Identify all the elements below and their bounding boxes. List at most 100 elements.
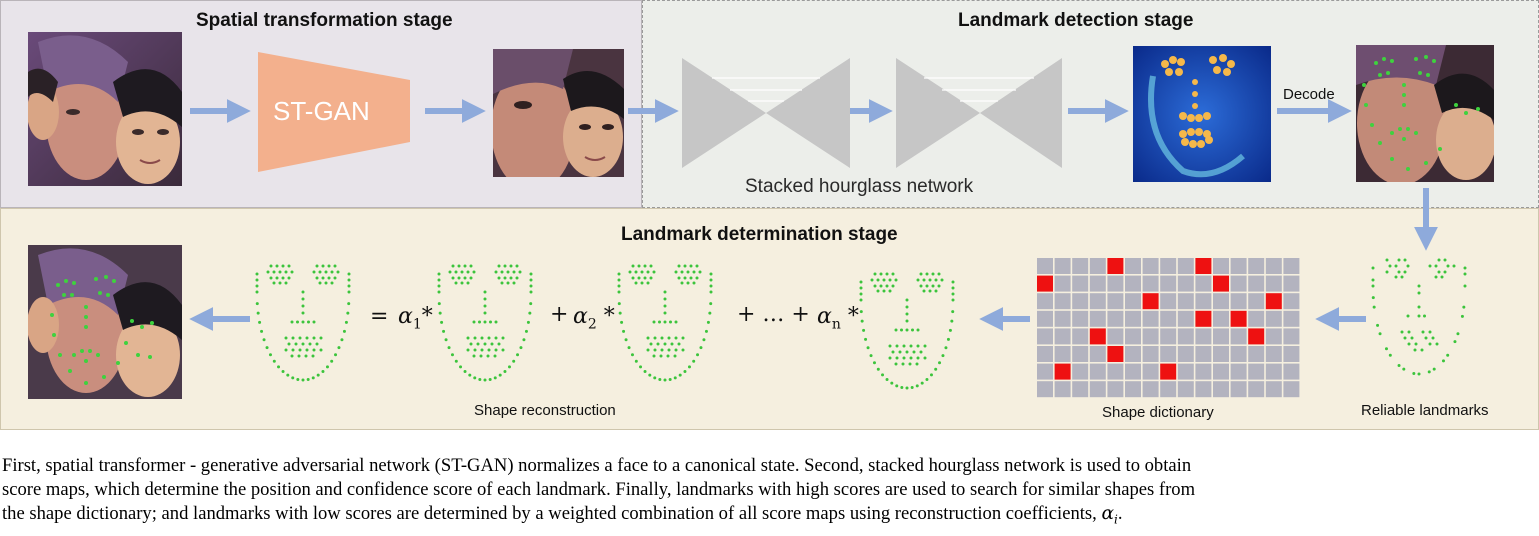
dictionary-cell	[1142, 363, 1159, 380]
dictionary-cell-selected	[1142, 293, 1159, 310]
dictionary-cell	[1054, 293, 1071, 310]
reconstructed-shape	[255, 264, 351, 382]
dictionary-cell	[1125, 328, 1141, 345]
equation-alpha1: α1*	[398, 304, 433, 333]
dictionary-cell	[1213, 363, 1229, 380]
dictionary-cell	[1283, 346, 1300, 362]
dictionary-cell	[1142, 275, 1159, 292]
dictionary-cell	[1160, 328, 1177, 345]
dictionary-cell	[1037, 328, 1053, 345]
dictionary-cell	[1177, 258, 1194, 274]
equation-ellipsis: + … +	[737, 302, 810, 327]
hourglass-label: Stacked hourglass network	[745, 176, 974, 197]
dictionary-cell	[1054, 381, 1071, 398]
dictionary-cell	[1213, 346, 1229, 362]
dictionary-cell	[1283, 310, 1300, 327]
decode-label: Decode	[1283, 86, 1335, 103]
reliable-landmarks-shape	[1371, 258, 1467, 376]
dictionary-cell-selected	[1213, 275, 1229, 292]
dictionary-shape-1	[437, 264, 533, 382]
dictionary-cell	[1037, 346, 1053, 362]
dictionary-cell	[1248, 363, 1265, 380]
dictionary-cell	[1089, 310, 1106, 327]
dictionary-cell	[1089, 363, 1106, 380]
dictionary-cell-selected	[1037, 275, 1053, 292]
caption-line-3: the shape dictionary; and landmarks with…	[2, 503, 1123, 527]
dictionary-cell	[1037, 293, 1053, 310]
dictionary-cell	[1037, 310, 1053, 327]
dictionary-cell	[1283, 275, 1300, 292]
dictionary-cell	[1089, 293, 1106, 310]
dictionary-cell	[1248, 258, 1265, 274]
dictionary-cell	[1248, 381, 1265, 398]
caption-line-2: score maps, which determine the position…	[2, 479, 1196, 500]
dictionary-cell	[1248, 275, 1265, 292]
dictionary-cell	[1195, 363, 1212, 380]
hourglass-network	[682, 58, 1062, 168]
reliable-landmarks-label: Reliable landmarks	[1361, 402, 1489, 419]
input-face-photo	[28, 32, 182, 186]
dictionary-cell	[1248, 346, 1265, 362]
equation-eq: =	[370, 304, 389, 329]
dictionary-cell	[1125, 293, 1141, 310]
dictionary-cell	[1230, 293, 1247, 310]
dictionary-cell-selected	[1089, 328, 1106, 345]
dictionary-cell	[1213, 293, 1229, 310]
dictionary-cell	[1125, 346, 1141, 362]
dictionary-cell	[1230, 328, 1247, 345]
dictionary-cell	[1142, 381, 1159, 398]
dictionary-cell	[1072, 328, 1089, 345]
dictionary-cell	[1160, 293, 1177, 310]
dictionary-cell	[1125, 258, 1141, 274]
dictionary-cell	[1283, 328, 1300, 345]
shape-reconstruction-label: Shape reconstruction	[474, 402, 616, 419]
dictionary-cell-selected	[1248, 328, 1265, 345]
dictionary-cell	[1037, 258, 1053, 274]
dictionary-cell	[1054, 275, 1071, 292]
dictionary-cell	[1107, 381, 1124, 398]
dictionary-cell-selected	[1230, 310, 1247, 327]
detection-stage-title: Landmark detection stage	[958, 10, 1194, 31]
dictionary-cell	[1230, 258, 1247, 274]
dictionary-cell-selected	[1107, 258, 1124, 274]
dictionary-cell	[1265, 310, 1282, 327]
dictionary-cell	[1125, 310, 1141, 327]
dictionary-cell	[1177, 275, 1194, 292]
dictionary-cell-selected	[1054, 363, 1071, 380]
caption-line-1: First, spatial transformer - generative …	[2, 455, 1192, 476]
dictionary-cell	[1177, 310, 1194, 327]
equation-plus2: +	[550, 302, 569, 327]
dictionary-cell	[1142, 346, 1159, 362]
dictionary-cell	[1265, 328, 1282, 345]
dictionary-cell	[1177, 346, 1194, 362]
pipeline-diagram	[189, 52, 1467, 398]
dictionary-cell	[1072, 258, 1089, 274]
score-map-heatmap	[1133, 46, 1271, 182]
dictionary-cell	[1160, 310, 1177, 327]
dictionary-cell	[1054, 346, 1071, 362]
dictionary-cell	[1072, 293, 1089, 310]
dictionary-cell	[1054, 258, 1071, 274]
dictionary-cell	[1265, 275, 1282, 292]
dictionary-cell	[1213, 328, 1229, 345]
dictionary-cell	[1072, 381, 1089, 398]
determination-stage-title: Landmark determination stage	[621, 224, 898, 245]
dictionary-cell	[1177, 293, 1194, 310]
dictionary-shape-2	[617, 264, 713, 382]
dictionary-shape-n	[859, 272, 955, 390]
normalized-face-photo	[493, 49, 624, 177]
dictionary-cell	[1177, 328, 1194, 345]
dictionary-cell	[1125, 275, 1141, 292]
dictionary-cell	[1160, 258, 1177, 274]
dictionary-cell	[1230, 346, 1247, 362]
equation-alpha2: α2 *	[573, 304, 615, 333]
dictionary-cell	[1195, 381, 1212, 398]
output-face-photo	[28, 245, 182, 399]
stgan-label: ST-GAN	[273, 96, 370, 126]
dictionary-cell	[1195, 293, 1212, 310]
dictionary-cell	[1230, 363, 1247, 380]
dictionary-cell-selected	[1195, 258, 1212, 274]
dictionary-cell	[1248, 293, 1265, 310]
dictionary-cell	[1107, 293, 1124, 310]
dictionary-cell	[1265, 346, 1282, 362]
